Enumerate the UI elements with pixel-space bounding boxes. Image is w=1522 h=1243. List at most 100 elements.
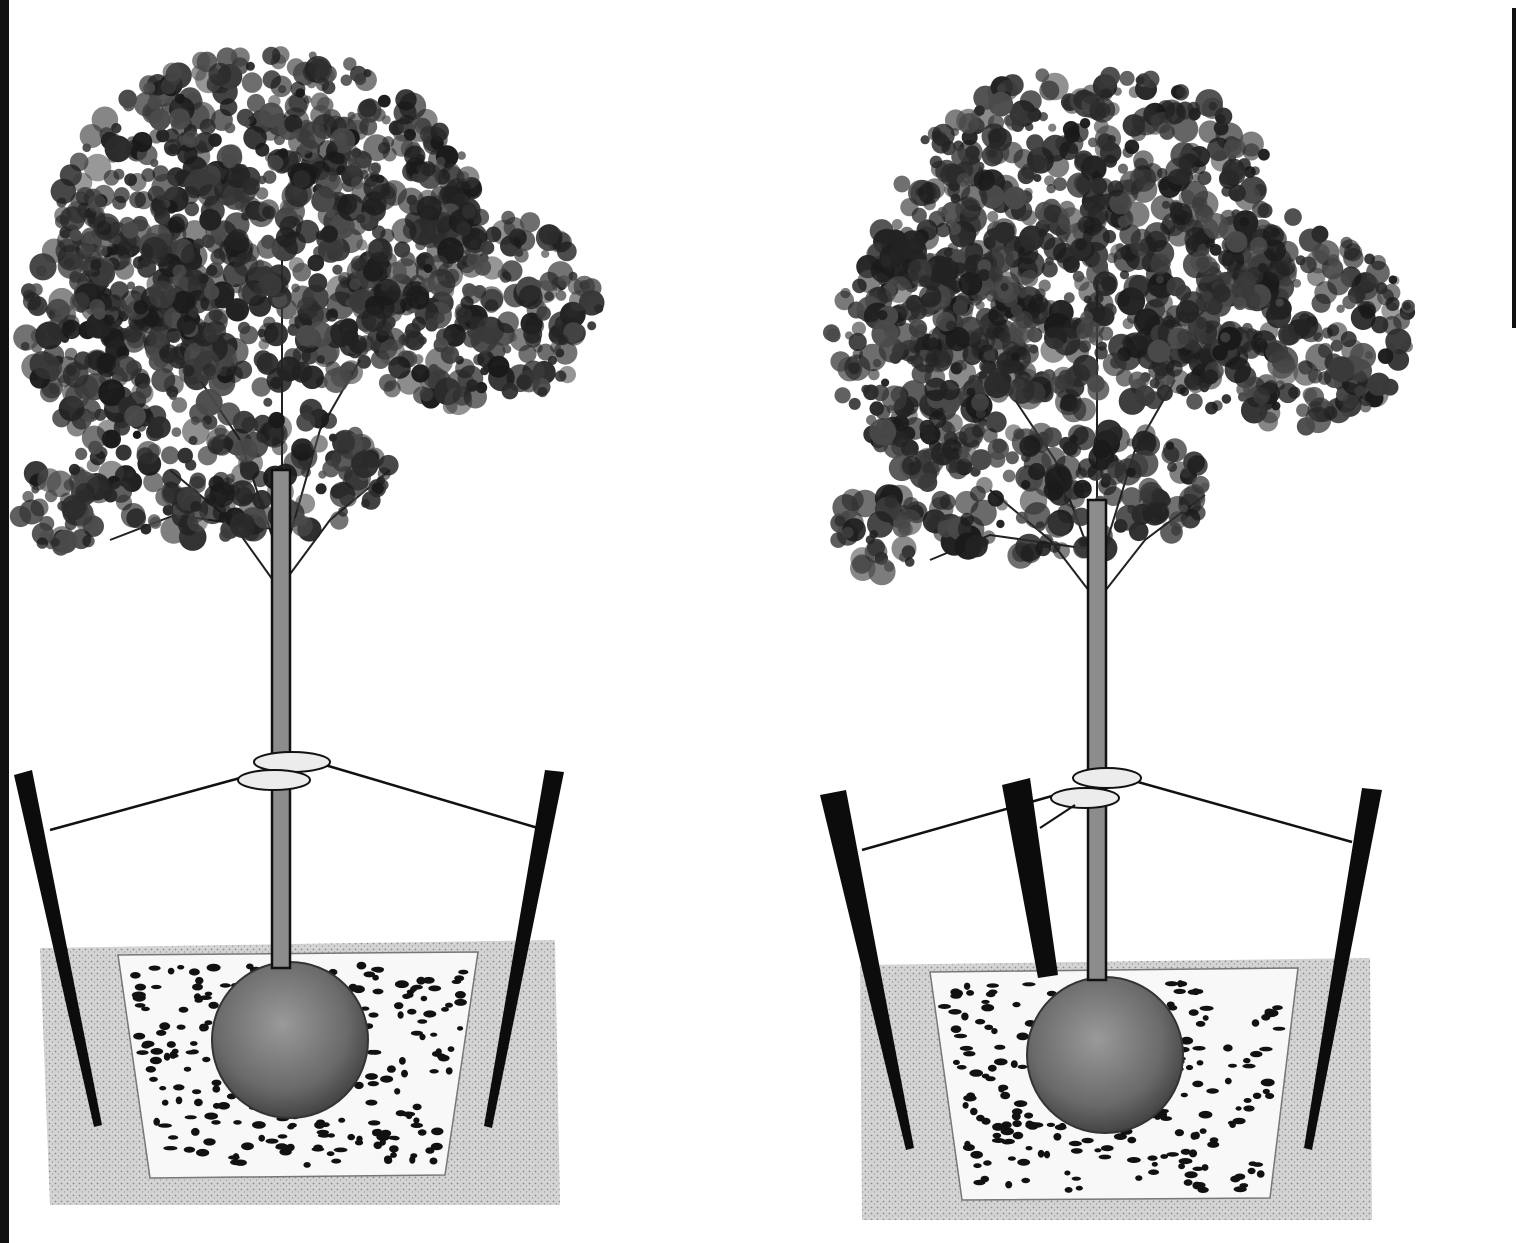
pebble — [314, 1121, 325, 1129]
pebble — [1203, 1015, 1209, 1021]
leaf-cluster — [163, 63, 182, 82]
leaf-cluster — [404, 146, 425, 167]
pebble — [431, 1128, 443, 1136]
pebble — [230, 1159, 242, 1165]
leaf-cluster — [1294, 319, 1312, 337]
leaf-cluster — [424, 264, 433, 273]
leaf-cluster — [262, 47, 280, 65]
leaf-cluster — [80, 241, 94, 255]
pebble — [338, 1118, 345, 1123]
pebble — [1101, 1145, 1114, 1151]
leaf-cluster — [519, 285, 543, 309]
leaf-cluster — [1092, 440, 1111, 459]
leaf-cluster — [402, 329, 421, 348]
leaf-cluster — [1401, 341, 1413, 353]
pebble — [1018, 1065, 1028, 1069]
leaf-cluster — [380, 283, 389, 292]
pebble — [1012, 1120, 1021, 1127]
leaf-cluster — [946, 460, 959, 473]
pebble — [220, 983, 231, 987]
pebble — [1248, 1168, 1256, 1174]
leaf-cluster — [1152, 488, 1167, 503]
pebble — [369, 1050, 382, 1055]
pebble — [1011, 1060, 1018, 1068]
pebble — [1005, 1181, 1012, 1188]
leaf-cluster — [105, 295, 122, 312]
leaf-cluster — [1068, 425, 1089, 446]
pebble — [1194, 1182, 1205, 1188]
leaf-cluster — [187, 511, 208, 532]
leaf-cluster — [981, 362, 993, 374]
leaf-cluster — [115, 367, 124, 376]
leaf-cluster — [952, 253, 961, 262]
pebble — [327, 1151, 335, 1156]
pebble — [1013, 1132, 1024, 1139]
leaf-cluster — [51, 179, 76, 204]
leaf-cluster — [1009, 321, 1025, 337]
leaf-cluster — [481, 256, 504, 279]
pebble — [1072, 1177, 1081, 1181]
leaf-cluster — [908, 260, 921, 273]
pebble — [1243, 1058, 1251, 1063]
leaf-cluster — [1104, 155, 1117, 168]
leaf-cluster — [1145, 284, 1169, 308]
leaf-cluster — [986, 290, 998, 302]
pebble — [141, 1043, 150, 1049]
leaf-cluster — [1209, 102, 1217, 110]
pebble — [406, 992, 413, 998]
leaf-cluster — [1005, 113, 1023, 131]
tree-tie-upper-right — [1073, 768, 1141, 788]
leaf-cluster — [1163, 438, 1187, 462]
leaf-cluster — [1042, 427, 1062, 447]
leaf-cluster — [1148, 360, 1168, 380]
leaf-cluster — [1180, 504, 1188, 512]
leaf-cluster — [330, 482, 355, 507]
pebble — [167, 1041, 176, 1048]
leaf-cluster — [556, 290, 567, 301]
right-frame-mark — [1512, 8, 1516, 328]
pebble — [455, 991, 466, 999]
leaf-cluster — [1075, 238, 1087, 250]
leaf-cluster — [1258, 203, 1273, 218]
pebble — [1236, 1106, 1242, 1110]
pebble — [1099, 1155, 1112, 1160]
pebble — [429, 1069, 438, 1073]
leaf-cluster — [1038, 228, 1047, 237]
pebble — [374, 1142, 383, 1150]
leaf-cluster — [118, 90, 137, 109]
leaf-cluster — [1202, 291, 1213, 302]
pebble — [327, 1133, 335, 1137]
leaf-cluster — [82, 143, 91, 152]
leaf-cluster — [203, 364, 216, 377]
leaf-cluster — [1039, 112, 1048, 121]
leaf-cluster — [976, 477, 992, 493]
pebble — [208, 1002, 218, 1009]
pebble — [1263, 1089, 1270, 1095]
leaf-cluster — [252, 471, 268, 487]
leaf-cluster — [959, 113, 980, 134]
pebble — [951, 1025, 962, 1033]
leaf-cluster — [848, 362, 860, 374]
pebble — [289, 1123, 297, 1128]
leaf-cluster — [177, 144, 197, 164]
pebble — [957, 1065, 967, 1070]
pebble — [1179, 1158, 1193, 1164]
leaf-cluster — [900, 198, 918, 216]
pebble — [410, 986, 417, 992]
leaf-cluster — [1026, 134, 1044, 152]
pebble — [1012, 1002, 1020, 1007]
leaf-cluster — [1196, 317, 1208, 329]
pebble — [151, 985, 162, 989]
pebble — [966, 990, 974, 996]
leaf-cluster — [412, 174, 420, 182]
pebble — [184, 1067, 191, 1072]
leaf-cluster — [406, 286, 430, 310]
leaf-cluster — [208, 439, 223, 454]
pebble — [388, 1136, 399, 1140]
leaf-cluster — [31, 486, 39, 494]
leaf-cluster — [835, 387, 851, 403]
leaf-cluster — [199, 209, 221, 231]
leaf-cluster — [146, 424, 163, 441]
leaf-cluster — [378, 95, 391, 108]
leaf-cluster — [420, 387, 434, 401]
